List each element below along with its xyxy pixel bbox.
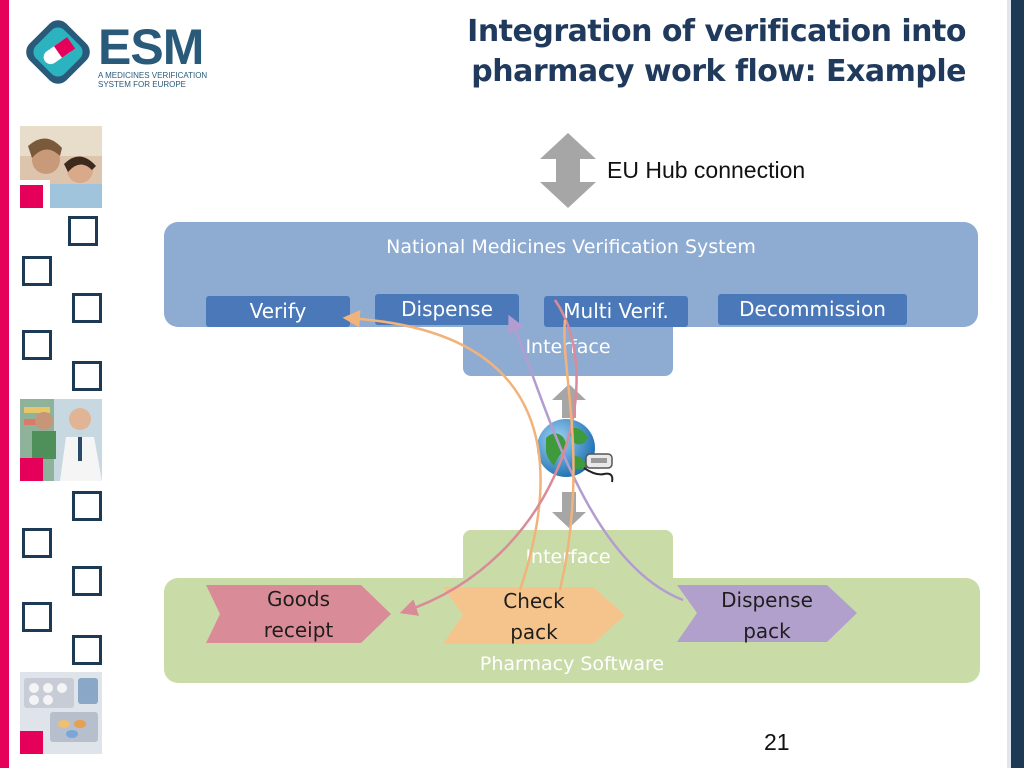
people-photo-icon [20,126,102,208]
dispense-flow-line [508,314,684,602]
square-outline-icon [72,293,102,323]
slide-title: Integration of verification into pharmac… [467,14,966,89]
receipt-flow-line [399,299,578,616]
verify-flow-line [342,310,542,591]
multi-verif-button[interactable]: Multi Verif. [544,296,688,327]
goods-receipt-label: Goods receipt [263,587,334,642]
check-pack-chevron [443,587,625,644]
square-outline-icon [72,566,102,596]
square-outline-icon [68,216,98,246]
square-outline-icon [72,361,102,391]
decommission-button[interactable]: Decommission [718,294,907,325]
dispense-pack-label: Dispense pack [721,588,813,643]
page-number: 21 [764,729,790,755]
pharmacy-software-label: Pharmacy Software [479,653,665,675]
dispense-pack-chevron [677,585,857,642]
globe-network-icon [537,419,614,483]
square-outline-icon [22,602,52,632]
square-outline-icon [22,256,52,286]
nmvs-interface-label: Interface [525,336,611,358]
hub-connection-label: EU Hub connection [607,157,806,183]
left-accent-bar [0,0,9,768]
pink-square-decor [20,458,43,481]
logo-subtitle: A Medicines Verification System for Euro… [98,71,208,89]
down-arrow-icon [552,492,586,528]
verify-button[interactable]: Verify [206,296,350,327]
pills-photo-icon [20,672,102,754]
dispense-button[interactable]: Dispense [375,294,519,325]
pink-square-decor [20,185,43,208]
logo-brand: ESM [98,19,204,75]
right-accent-bar [1011,0,1024,768]
multi-verif-flow-line [558,319,575,591]
square-outline-icon [22,330,52,360]
pink-square-decor [20,731,43,754]
check-pack-label: Check pack [503,589,565,644]
goods-receipt-chevron [206,585,391,643]
hub-connection-arrow-icon [540,133,596,208]
nmvs-label: National Medicines Verification System [386,236,756,258]
square-outline-icon [72,491,102,521]
right-edge-highlight [1007,0,1011,768]
square-outline-icon [72,635,102,665]
pharmacy-interface-label: Interface [525,546,611,568]
esm-logo-icon [26,20,90,84]
square-outline-icon [22,528,52,558]
